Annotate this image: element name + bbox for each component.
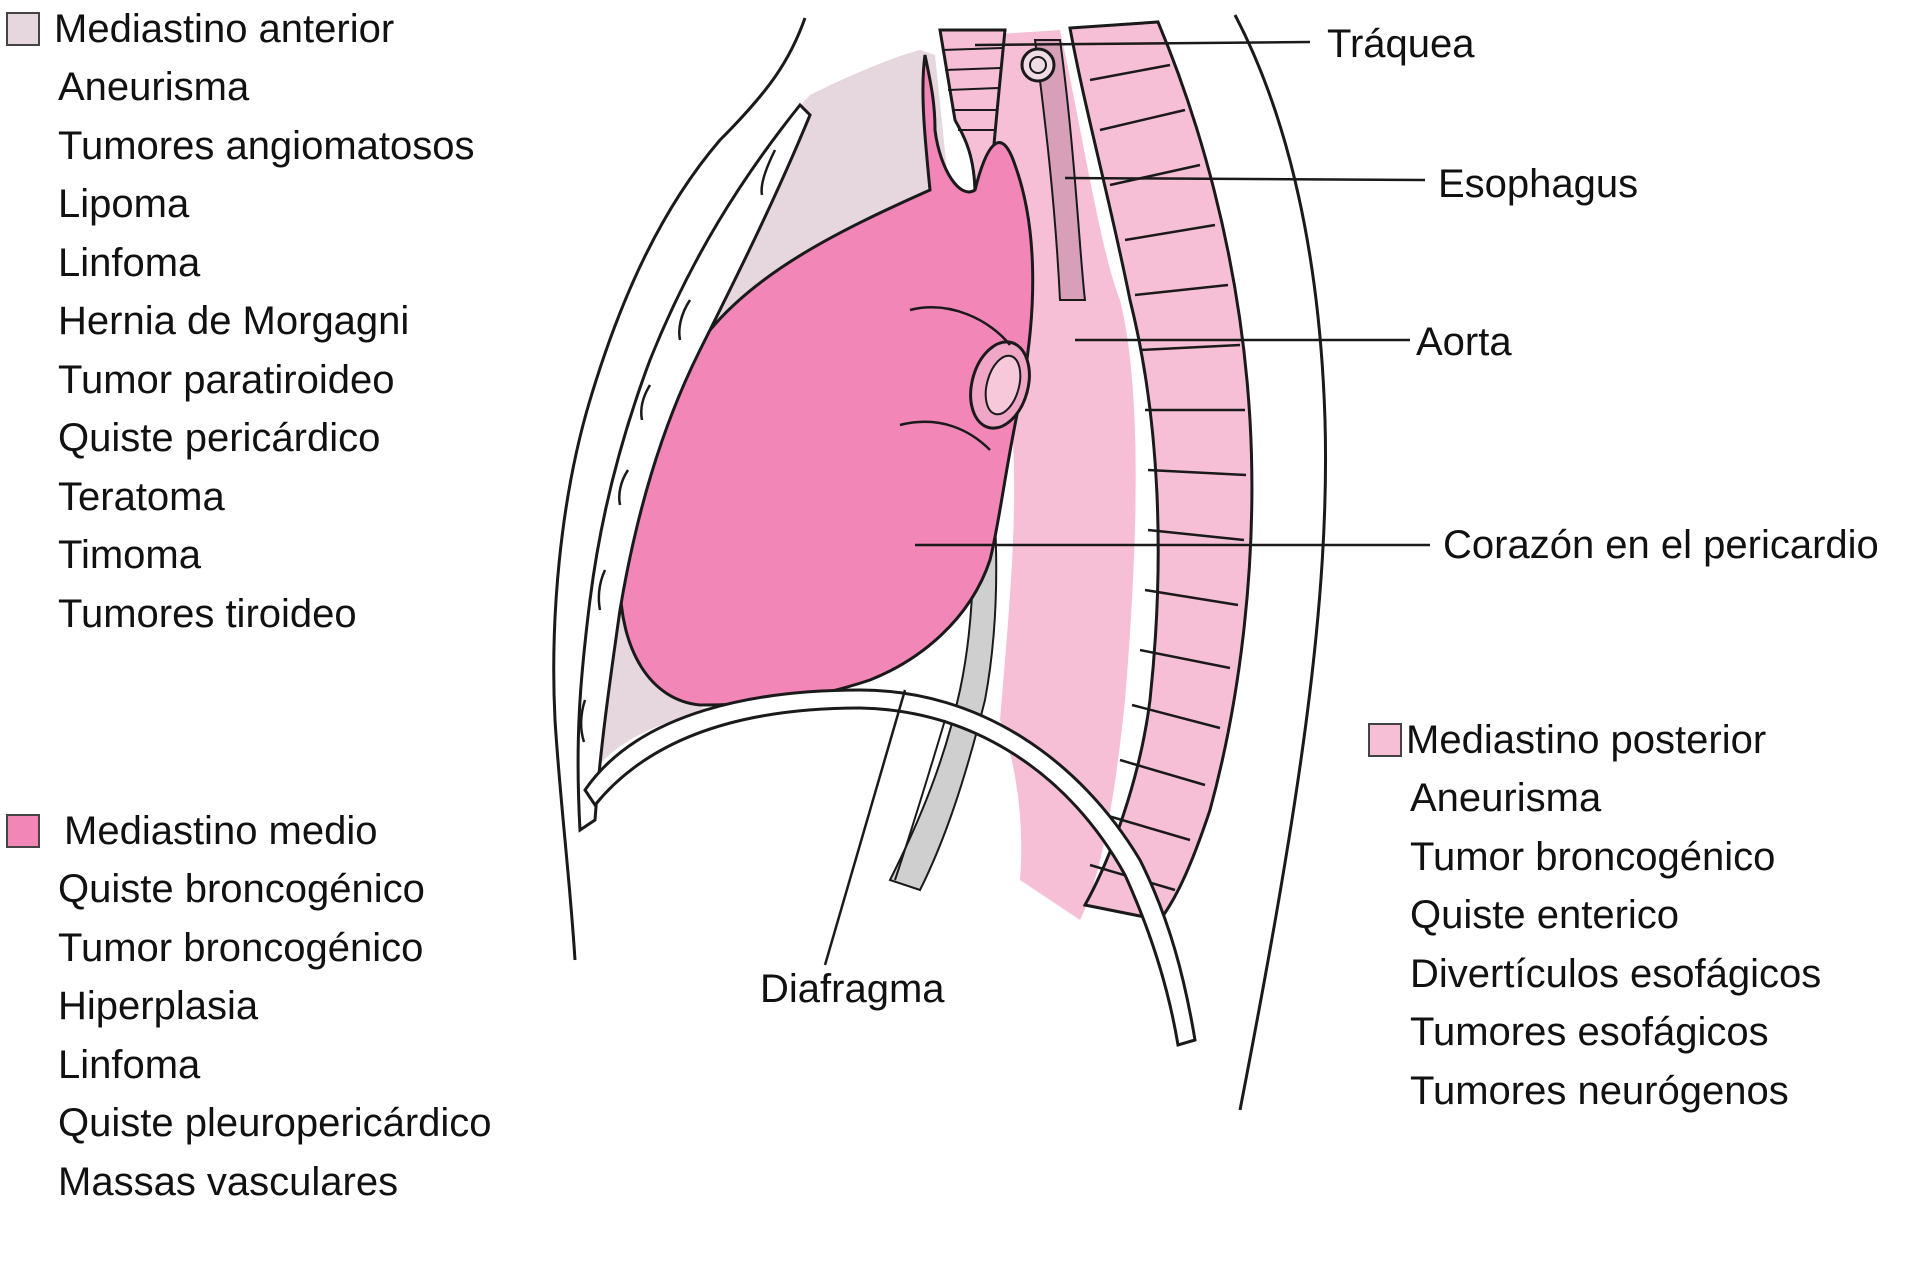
legend-posterior-title: Mediastino posterior [1406,718,1767,762]
list-item: Quiste pericárdico [58,416,381,460]
legend-anterior: Mediastino anterior Aneurisma Tumores an… [6,0,474,643]
swatch-medio [6,814,40,848]
list-item: Tumores esofágicos [1410,1010,1769,1054]
vertebra-lines [1089,63,1247,892]
list-item: Tumores neurógenos [1410,1068,1789,1113]
legend-medio-list: Quiste broncogénico Tumor broncogénico H… [6,860,492,1211]
list-item: Quiste pleuropericárdico [58,1101,492,1145]
list-item: Quiste enterico [1410,893,1680,937]
leader-lines [823,40,1430,966]
list-item: Lipoma [58,182,190,226]
list-item: Linfoma [58,240,201,285]
list-item: Aneurisma [1410,776,1602,820]
list-item: Tumor paratiroideo [58,357,395,402]
sternum [576,102,812,833]
legend-anterior-header: Mediastino anterior [6,0,474,58]
legend-anterior-list: Aneurisma Tumores angiomatosos Lipoma Li… [6,58,474,643]
legend-medio-header: Mediastino medio [6,802,492,860]
label-diafragma: Diafragma [760,967,945,1011]
list-item: Timoma [58,533,201,577]
list-item: Linfoma [58,1042,201,1087]
legend-medio-title: Mediastino medio [64,809,378,853]
heart [618,54,1035,707]
leader-esophagus [1064,176,1426,182]
list-item: Tumores tiroideo [58,591,357,636]
legend-posterior-list: Aneurisma Tumor broncogénico Quiste ente… [1368,769,1821,1120]
legend-posterior: Mediastino posterior Aneurisma Tumor bro… [1368,711,1821,1120]
list-item: Aneurisma [58,65,250,109]
label-corazon: Corazón en el pericardio [1443,523,1879,567]
label-esophagus: Esophagus [1438,162,1639,206]
list-item: Hiperplasia [58,984,259,1028]
label-aorta: Aorta [1416,320,1512,364]
list-item: Tumor broncogénico [58,925,424,970]
leader-diafragma [823,689,907,966]
legend-posterior-header: Mediastino posterior [1368,711,1821,769]
esophagus [1033,39,1087,301]
list-item: Hernia de Morgagni [58,299,410,343]
diaphragm [583,688,1197,1047]
list-item: Teratoma [58,474,225,519]
legend-anterior-title: Mediastino anterior [54,7,395,51]
list-item: Tumores angiomatosos [58,123,475,168]
swatch-posterior [1368,723,1402,757]
leader-traquea [974,40,1311,47]
swatch-anterior [6,12,40,46]
list-item: Massas vasculares [58,1159,399,1204]
list-item: Divertículos esofágicos [1410,951,1822,996]
costal-cartilages [579,149,777,743]
back-wall [1233,14,1328,1111]
esophagus-lumen [1020,47,1056,83]
list-item: Tumor broncogénico [1410,834,1776,879]
label-traquea: Tráquea [1327,22,1475,66]
legend-medio: Mediastino medio Quiste broncogénico Tum… [6,802,492,1211]
chest-wall [552,17,807,961]
list-item: Quiste broncogénico [58,867,425,911]
